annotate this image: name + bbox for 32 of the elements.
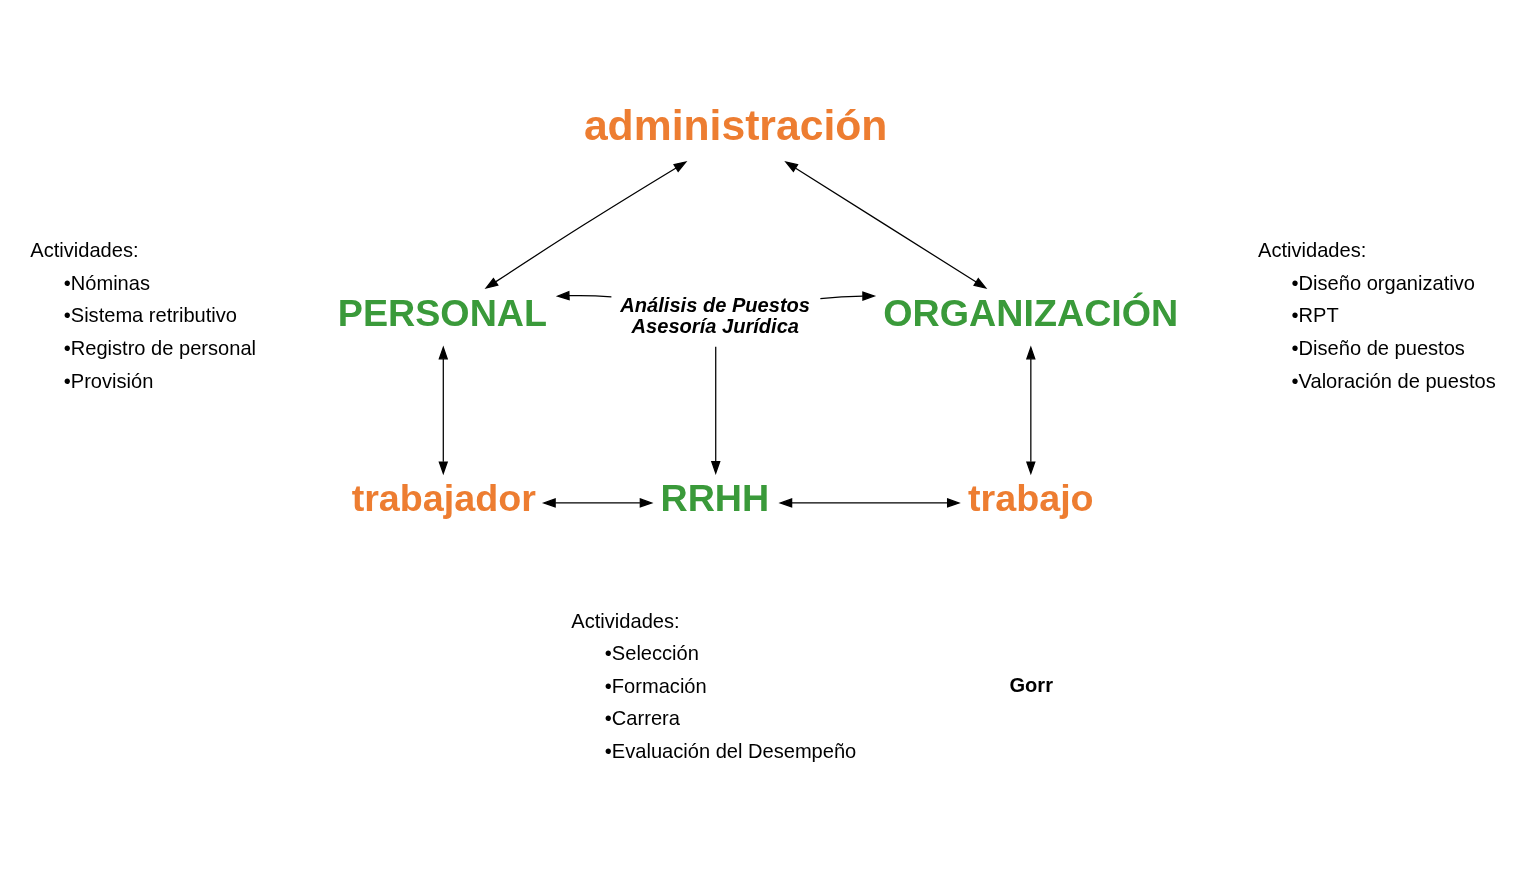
arrow (819, 290, 877, 301)
arrow (778, 497, 961, 508)
label: Actividades: (30, 238, 139, 261)
label: •Valoración de puestos (1291, 369, 1496, 392)
arrow (1026, 345, 1036, 475)
node-text: administración (583, 100, 888, 149)
label: Gorr (1009, 673, 1054, 696)
label: •Carrera (604, 706, 680, 729)
label: Actividades: (571, 609, 680, 632)
label: •Nóminas (63, 271, 150, 294)
node-text: trabajo (968, 476, 1094, 519)
arrow (484, 160, 688, 289)
label: •Provisión (63, 369, 154, 392)
label: Actividades: (1258, 238, 1367, 261)
arrow (555, 290, 613, 301)
label: •RPT (1291, 303, 1339, 326)
label: •Registro de personal (63, 336, 257, 359)
label: •Sistema retributivo (63, 303, 238, 326)
node-text: ORGANIZACIÓN (883, 291, 1179, 334)
label: •Selección (604, 641, 699, 664)
node-text: PERSONAL (337, 291, 548, 334)
node-text: Análisis de Puestos Asesoría Jurídica (620, 293, 811, 337)
label: •Formación (604, 674, 707, 697)
arrow (541, 497, 654, 508)
label: •Diseño organizativo (1291, 271, 1475, 294)
label: •Diseño de puestos (1291, 336, 1465, 359)
arrow (784, 160, 988, 289)
label: •Evaluación del Desempeño (604, 739, 857, 762)
node-text: RRHH (660, 476, 770, 519)
arrow (438, 345, 449, 475)
arrow (710, 345, 721, 475)
node-text: trabajador (351, 476, 536, 519)
